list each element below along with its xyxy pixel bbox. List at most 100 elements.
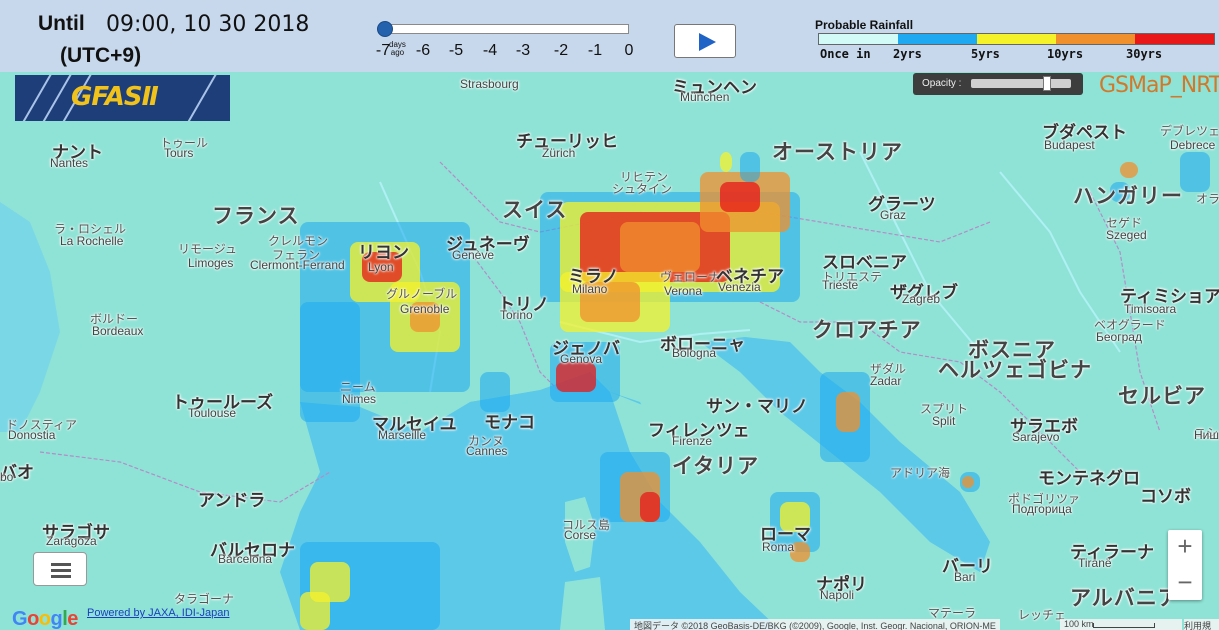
place-label: Подгорица	[1012, 502, 1072, 516]
place-label: Barcelona	[218, 552, 273, 566]
slider-tick: -2	[553, 42, 569, 59]
place-label: バーリ	[942, 557, 993, 576]
legend-swatch	[1056, 34, 1135, 44]
slider-tick: -4	[482, 42, 498, 59]
place-label: クロアチア	[812, 319, 922, 342]
place-label: チューリッヒ	[516, 132, 618, 151]
place-label: ジェノバ	[552, 339, 620, 358]
place-label: ボローニャ	[660, 335, 745, 354]
place-label: Marseille	[378, 428, 427, 442]
place-label: フィレンツェ	[648, 421, 750, 440]
slider-tick: 0	[624, 42, 634, 59]
zoom-in-button[interactable]: +	[1177, 531, 1193, 561]
place-label: Clermont-Ferrand	[250, 258, 345, 272]
opacity-slider-track[interactable]	[971, 79, 1071, 88]
place-label: ヴェローナ	[660, 270, 721, 284]
google-logo[interactable]: Google	[12, 608, 78, 630]
place-label: トリエステ	[822, 270, 883, 284]
place-label: スイス	[502, 199, 568, 222]
scale-bar	[1093, 623, 1155, 628]
place-label: ミュンヘン	[672, 78, 757, 97]
play-button[interactable]	[674, 24, 736, 58]
place-label: トリノ	[498, 295, 549, 314]
place-label: Sarajevo	[1012, 430, 1060, 444]
slider-tick: -6	[415, 42, 431, 59]
place-label: ローマ	[760, 525, 811, 544]
product-name: GSMaP_NRT	[1099, 73, 1219, 98]
place-label: グラーツ	[868, 195, 936, 214]
place-label: Venezia	[718, 280, 761, 294]
menu-button[interactable]	[33, 552, 87, 586]
place-label: サラエボ	[1010, 417, 1078, 436]
legend-label: 30yrs	[1126, 47, 1163, 61]
place-label: クレルモン	[268, 234, 329, 248]
place-label: Београд	[1096, 330, 1142, 344]
timezone-label: (UTC+9)	[60, 44, 142, 67]
place-label: Tours	[164, 146, 194, 160]
slider-tick: -7	[375, 42, 391, 59]
slider-tick: -5	[448, 42, 464, 59]
map-attribution[interactable]: 地図データ ©2018 GeoBasis-DE/BKG (©2009), Goo…	[630, 619, 1000, 630]
place-label: Milano	[572, 282, 608, 296]
place-label: イタリア	[672, 455, 760, 478]
place-label: Szeged	[1106, 228, 1147, 242]
place-label: Roma	[762, 540, 795, 554]
place-label: Torino	[500, 308, 533, 322]
place-label: Verona	[664, 284, 703, 298]
place-label: Bari	[954, 570, 976, 584]
powered-by-link[interactable]: Powered by JAXA, IDI-Japan	[87, 607, 230, 619]
place-label: ラ・ロシェル	[54, 222, 127, 236]
zoom-out-button[interactable]: −	[1177, 567, 1193, 597]
place-label: Cannes	[466, 444, 508, 458]
place-label: コルス島	[562, 518, 611, 532]
sardinia	[560, 577, 605, 630]
place-label: Zadar	[870, 374, 902, 388]
terms-link[interactable]: 利用規約	[1184, 619, 1219, 630]
place-label: サン・マリノ	[706, 397, 808, 416]
place-label: Donostia	[8, 428, 56, 442]
days-slider-handle[interactable]	[377, 21, 393, 37]
place-label: ヘルツェゴビナ	[938, 359, 1092, 382]
place-label: カンヌ	[468, 434, 505, 448]
place-label: Zaragoza	[46, 534, 97, 548]
place-label: Lyon	[368, 260, 394, 274]
place-label: ドノスティア	[6, 418, 78, 432]
place-label: ニーム	[340, 380, 376, 394]
place-label: Zagreb	[902, 292, 941, 306]
place-label: リモージュ	[178, 242, 237, 256]
days-slider-track[interactable]	[383, 24, 629, 34]
scale-indicator[interactable]: 100 km	[1060, 619, 1182, 630]
place-label: Toulouse	[188, 406, 237, 420]
idi-japan-link[interactable]: IDI-Japan	[181, 607, 230, 619]
place-label: バオ	[0, 463, 34, 482]
opacity-slider-handle[interactable]	[1042, 76, 1051, 91]
datetime-display: 09:00, 10 30 2018	[106, 12, 310, 37]
italy-peninsula	[610, 392, 900, 630]
legend-label: 5yrs	[971, 47, 1000, 61]
place-label: München	[680, 90, 730, 104]
legend-label: Once in	[820, 47, 871, 61]
place-label: アルバニア	[1070, 587, 1180, 610]
legend-swatch	[1135, 34, 1214, 44]
place-label: マルセイユ	[372, 415, 457, 434]
opacity-control: Opacity :	[913, 73, 1083, 95]
place-label: マテーラ	[928, 606, 977, 620]
place-label: レッチェ	[1018, 608, 1067, 622]
play-icon	[699, 33, 716, 51]
place-label: ボスニア	[968, 339, 1056, 362]
place-label: ボルドー	[90, 312, 139, 326]
place-label: タラゴーナ	[174, 592, 235, 606]
place-label: ニシュ	[1194, 426, 1219, 440]
hamburger-icon	[51, 563, 71, 566]
place-label: ベオグラード	[1094, 318, 1166, 332]
place-label: Split	[932, 414, 956, 428]
place-label: アンドラ	[198, 491, 266, 510]
place-label: ザグレブ	[890, 283, 958, 302]
place-label: Firenze	[672, 434, 713, 448]
place-label: Strasbourg	[460, 77, 519, 91]
place-label: ミラノ	[568, 267, 619, 286]
place-label: Tiranë	[1078, 556, 1112, 570]
